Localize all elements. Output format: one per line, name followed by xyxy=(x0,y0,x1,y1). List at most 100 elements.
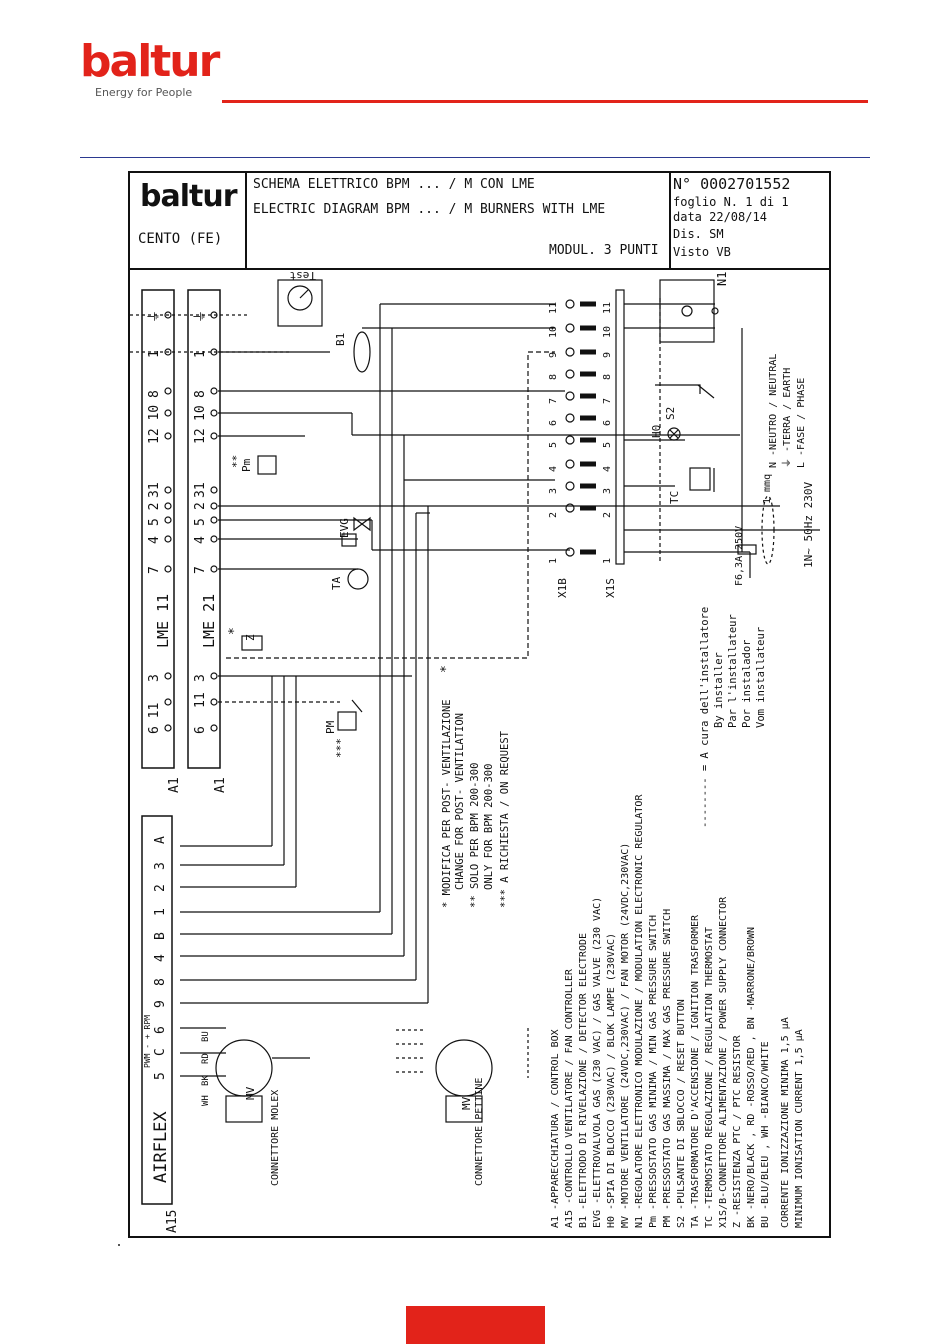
brand-logo: baltur Energy for People xyxy=(80,36,220,100)
x1b-terminal: 7 xyxy=(548,398,559,404)
logo-wordmark: baltur xyxy=(80,36,220,87)
lme21-terminal: 11 xyxy=(193,692,208,708)
legend-line: CORRENTE IONIZZAZIONE MINIMA 1,5 μA xyxy=(780,1017,791,1228)
header-red-rule xyxy=(222,100,868,103)
a1-label-left: A1 xyxy=(167,777,182,793)
title-block-number: N° 0002701552 foglio N. 1 di 1 data 22/0… xyxy=(669,173,829,268)
z-label: Z xyxy=(244,634,257,641)
lme-terminal: 5 2 xyxy=(147,503,162,526)
lme-terminal: ⏚ xyxy=(147,310,162,323)
x1b-terminal: 4 xyxy=(548,466,559,472)
h0-label: H0 xyxy=(650,425,663,438)
lme21-box xyxy=(187,289,221,769)
x1s-terminal: 11 xyxy=(602,302,613,314)
lme21-terminal: 12 xyxy=(193,428,208,444)
x1s-terminal: 1 xyxy=(602,558,613,564)
title-italian: SCHEMA ELETTRICO BPM ... / M CON LME xyxy=(253,177,535,192)
pettine-connector-label: CONNETTORE PETTINE xyxy=(474,1078,485,1186)
airflex-terminal: 6 xyxy=(153,1026,168,1034)
phase-legend-l: L -FASE / PHASE xyxy=(796,378,807,468)
lme21-terminal: 1 xyxy=(193,350,208,358)
title-block: baltur CENTO (FE) SCHEMA ELETTRICO BPM .… xyxy=(130,173,829,270)
ta-label: TA xyxy=(330,576,343,590)
star-note-1: * xyxy=(227,627,242,635)
wire-label-bu: BU xyxy=(201,1031,211,1042)
lme-terminal: 6 11 xyxy=(147,703,162,734)
lme21-terminal: 5 xyxy=(193,518,208,526)
wiring-diagram: LME 11 LME 21 A1 A1 ⏚ 1 8 12 10 31 5 2 4… xyxy=(130,269,820,1233)
drawing-date: data 22/08/14 xyxy=(673,210,767,224)
airflex-terminal: B xyxy=(153,932,168,940)
supply-label: 1N~ 50Hz 230V xyxy=(802,482,815,568)
lme21-terminal: 10 xyxy=(193,405,208,421)
evg-label: EVG xyxy=(338,518,351,538)
x1b-label: X1B xyxy=(556,578,569,598)
x1b-terminal: 3 xyxy=(548,488,559,494)
phase-legend-n: N -NEUTRO / NEUTRAL xyxy=(768,354,779,468)
lme-terminal: 7 xyxy=(147,566,162,574)
x1s-terminal: 7 xyxy=(602,398,613,404)
title-block-city: CENTO (FE) xyxy=(138,231,223,247)
lme-terminal: 4 xyxy=(147,536,162,544)
x1s-label: X1S xyxy=(604,578,617,598)
x1s-terminal: 3 xyxy=(602,488,613,494)
legend-line: PM -PRESSOSTATO GAS MASSIMA / MAX GAS PR… xyxy=(662,909,673,1228)
lme-terminal: 31 xyxy=(147,482,162,498)
fuse-label: F6,3A 250V xyxy=(734,526,745,586)
n1-label: N1 xyxy=(715,272,729,286)
installer-line: By installer xyxy=(713,652,725,728)
x1b-terminal: 2 xyxy=(548,512,559,518)
legend-line: MV -MOTORE VENTILATORE (24VDC,230VAC) / … xyxy=(620,843,631,1228)
x1b-terminal: 11 xyxy=(548,302,559,314)
airflex-label: AIRFLEX xyxy=(151,1111,171,1183)
b1-label: B1 xyxy=(334,333,347,346)
title-block-wordmark: baltur xyxy=(140,179,237,214)
lme11-label: LME 11 xyxy=(154,594,172,648)
airflex-terminal: 8 xyxy=(153,978,168,986)
x1b-terminal: 5 xyxy=(548,442,559,448)
wiring-lines xyxy=(130,279,820,1123)
lme-terminal: 1 xyxy=(147,350,162,358)
star-note-1b: * xyxy=(439,665,454,673)
note-line: ** SOLO PER BPM 200-300 xyxy=(469,763,481,908)
x1s-terminal: 8 xyxy=(602,374,613,380)
cable-size-label: 1 mmq xyxy=(762,474,773,504)
lme21-label: LME 21 xyxy=(200,594,218,648)
note-line: * MODIFICA PER POST- VENTILAZIONE xyxy=(441,699,453,908)
legend-line: B1 -ELETTRODO DI RIVELAZIONE / DETECTOR … xyxy=(578,933,589,1228)
x1b-terminal: 8 xyxy=(548,374,559,380)
lme-terminal: 12 10 xyxy=(147,405,162,444)
title-modul: MODUL. 3 PUNTI xyxy=(549,243,659,258)
test-label: Test xyxy=(290,269,317,282)
note-line: CHANGE FOR POST- VENTILATION xyxy=(454,713,466,890)
installer-line: Por instalador xyxy=(741,639,753,728)
x1s-terminal: 4 xyxy=(602,466,613,472)
checked-by: Visto VB xyxy=(673,245,731,259)
star-note-3: *** xyxy=(334,738,347,758)
x1s-terminal: 9 xyxy=(602,352,613,358)
star-note-2: ** xyxy=(230,455,243,468)
x1b-terminal: 1 xyxy=(548,558,559,564)
wire-label-wh: WH xyxy=(201,1095,211,1106)
airflex-terminal: 1 xyxy=(153,908,168,916)
lme21-terminal: 6 xyxy=(193,726,208,734)
x1s-terminal: 6 xyxy=(602,420,613,426)
s2-label: S2 xyxy=(664,407,677,420)
title-block-logo: baltur CENTO (FE) xyxy=(130,173,247,268)
legend-line: Pm -PRESSOSTATO GAS MINIMA / MIN GAS PRE… xyxy=(648,915,659,1228)
x1s-terminal: 10 xyxy=(602,326,613,338)
airflex-terminal: 9 xyxy=(153,1000,168,1008)
title-english: ELECTRIC DIAGRAM BPM ... / M BURNERS WIT… xyxy=(253,202,606,217)
legend-line: TC -TERMOSTATO REGOLAZIONE / REGULATION … xyxy=(704,927,715,1228)
x1b-terminal: 10 xyxy=(548,326,559,338)
lme-terminal: 8 xyxy=(147,390,162,398)
note-line: ONLY FOR BPM 200-300 xyxy=(483,764,495,890)
x1b-terminal: 6 xyxy=(548,420,559,426)
airflex-terminal: 4 xyxy=(153,954,168,962)
legend-line: A1 -APPARECCHIATURA / CONTROL BOX xyxy=(550,1029,561,1228)
pm-small-label: Pm xyxy=(240,458,253,472)
lme21-terminal: ⏚ xyxy=(193,310,208,323)
x1b-terminal: 9 xyxy=(548,352,559,358)
legend-line: S2 -PULSANTE DI SBLOCCO / RESET BUTTON xyxy=(676,999,687,1228)
legend-line: X1S/B-CONNETTORE ALIMENTAZIONE / POWER S… xyxy=(718,896,729,1228)
